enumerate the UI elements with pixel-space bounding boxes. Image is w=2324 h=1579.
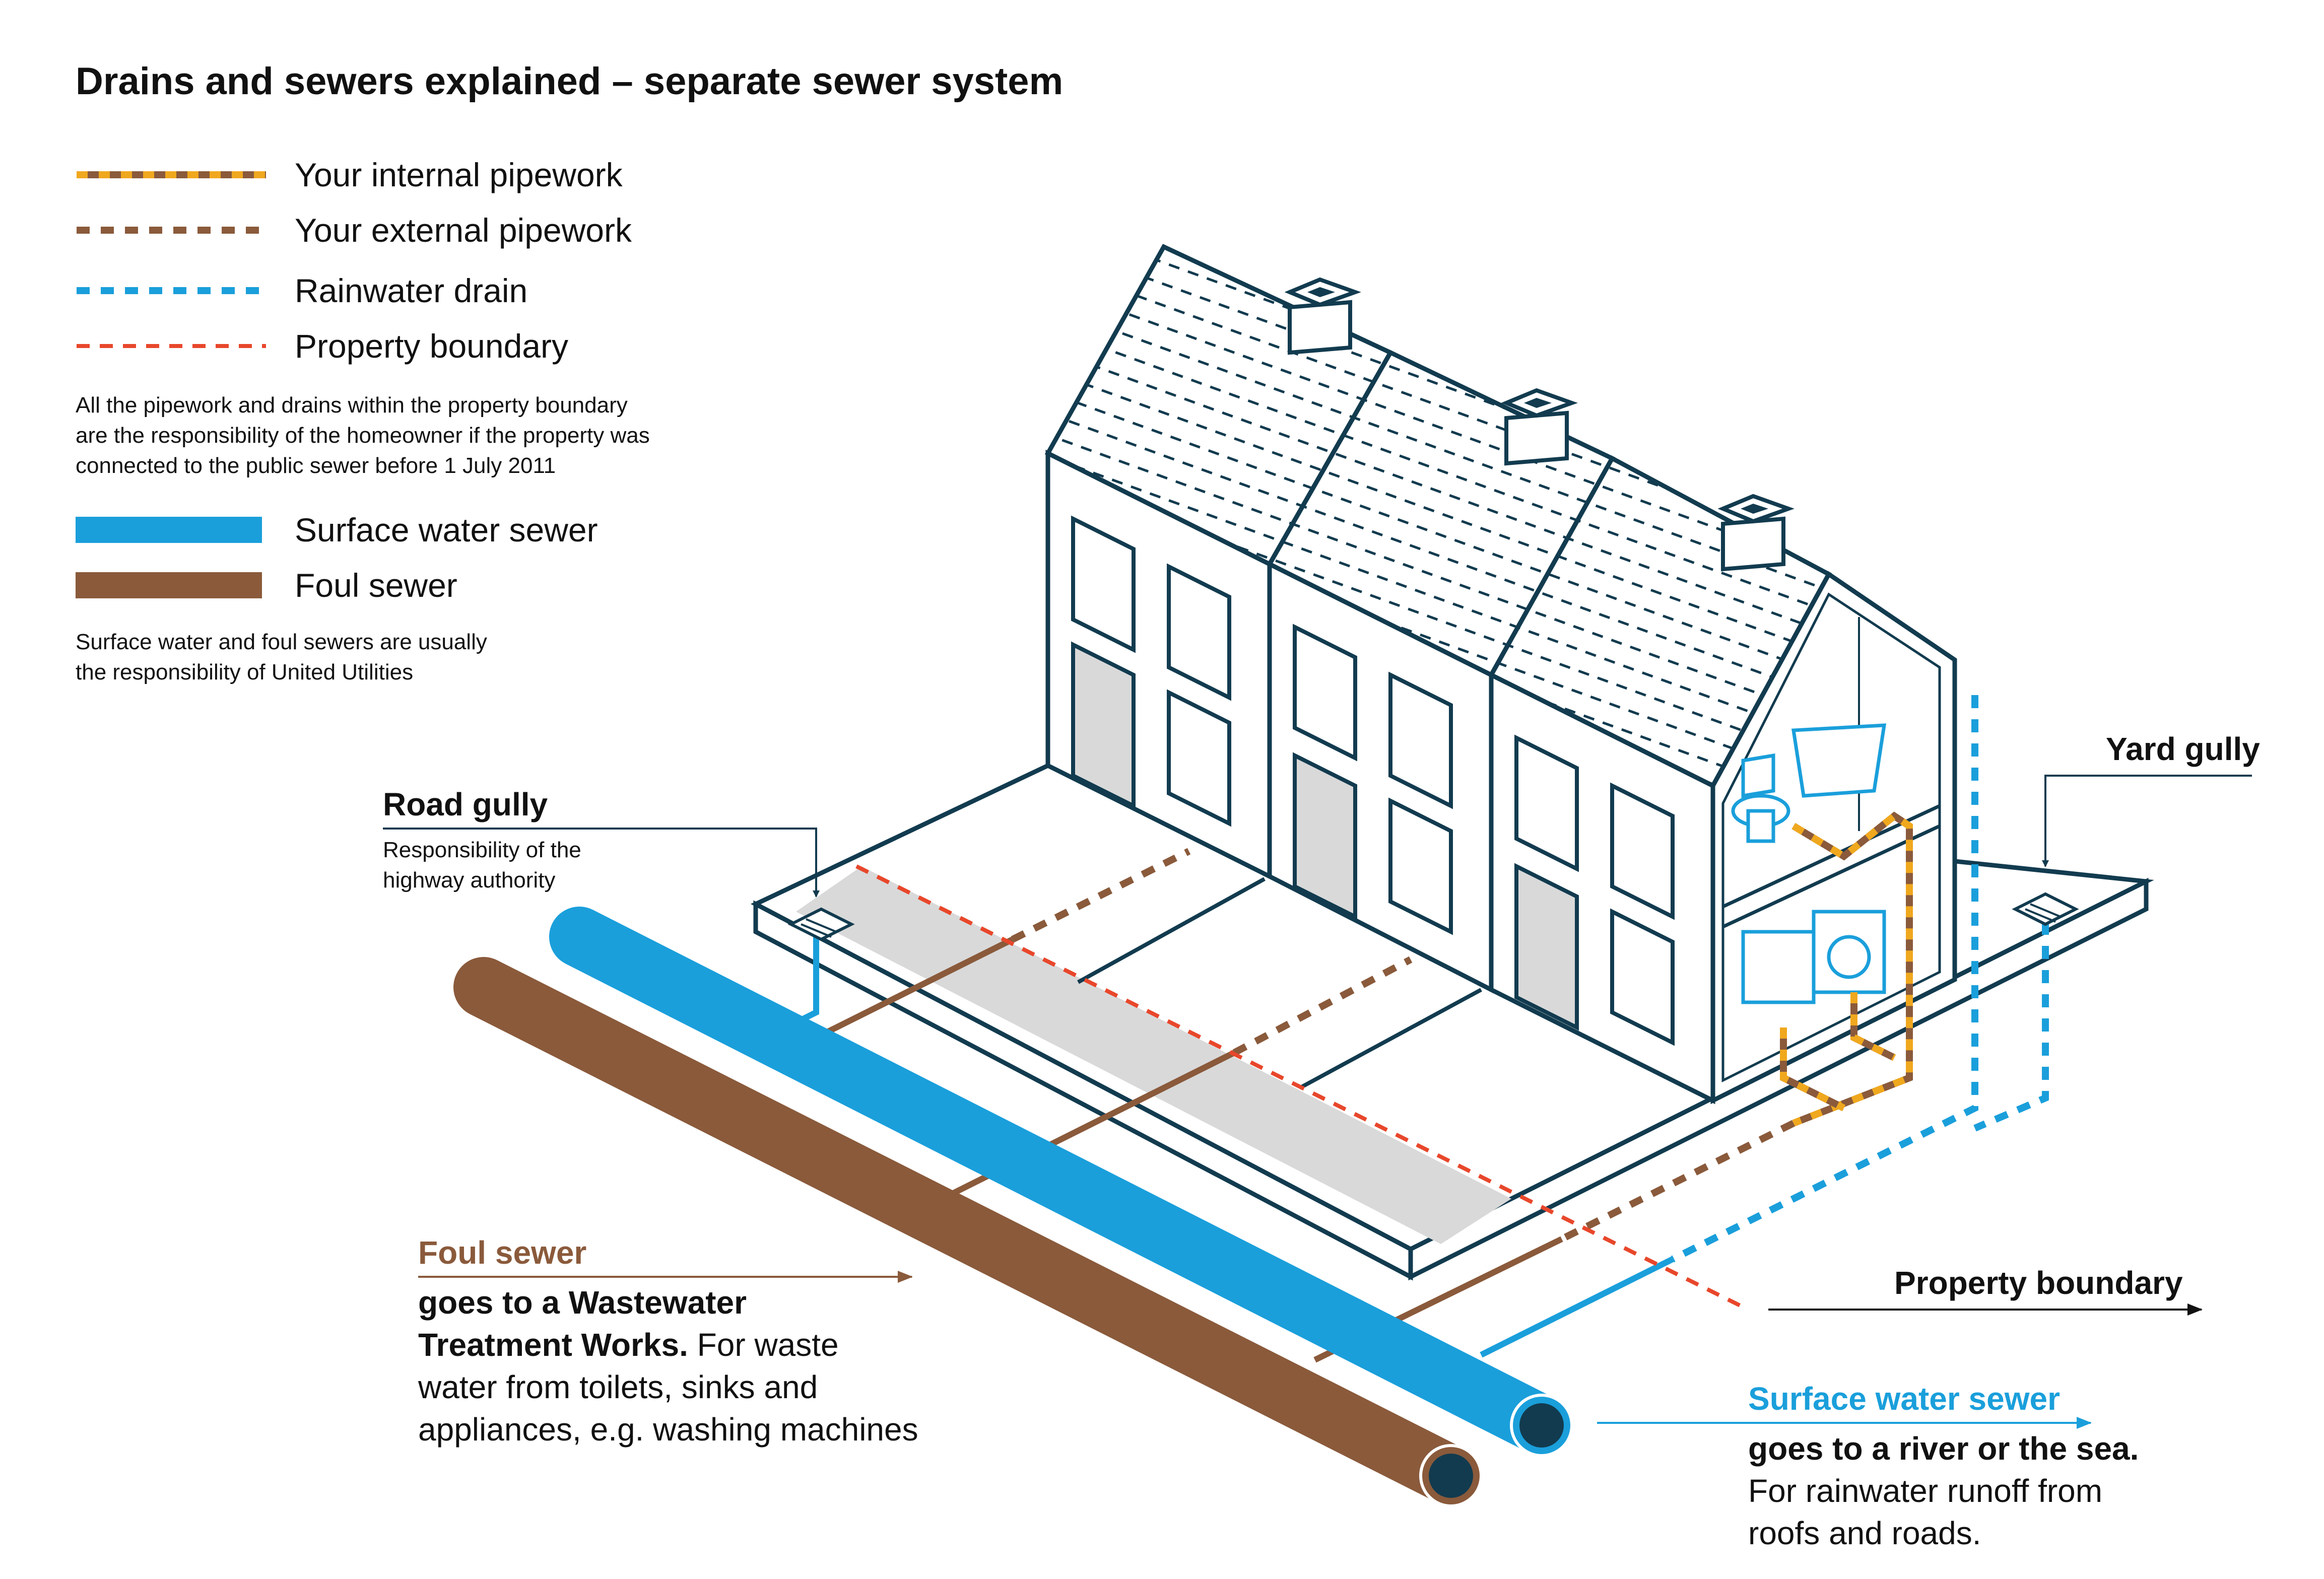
foul-sewer-text: For waste xyxy=(688,1327,839,1363)
page-title: Drains and sewers explained – separate s… xyxy=(76,60,1064,103)
surface-sewer-bold-line: goes to a river or the sea. xyxy=(1748,1430,2139,1467)
foul-sewer-swatch xyxy=(76,572,262,598)
foul-sewer-pipe xyxy=(453,957,1483,1507)
legend-label: Surface water sewer xyxy=(295,511,598,548)
road-gully-sub-line: Responsibility of the xyxy=(383,838,581,862)
legend-item-rainwater-drain: Rainwater drain xyxy=(76,270,781,311)
note-line: are the responsibility of the homeowner … xyxy=(76,423,650,448)
surface-sewer-text-line: For rainwater runoff from xyxy=(1748,1473,2103,1509)
note-property-boundary: All the pipework and drains within the p… xyxy=(76,390,831,481)
foul-sewer-text-line: appliances, e.g. washing machines xyxy=(418,1411,918,1448)
surface-sewer-text-line: roofs and roads. xyxy=(1748,1515,1981,1551)
road-gully-callout: Road gully Responsibility of the highway… xyxy=(383,786,581,896)
note-line: connected to the public sewer before 1 J… xyxy=(76,453,556,478)
legend-label: Foul sewer xyxy=(295,567,457,604)
foul-sewer-bold-line: goes to a Wastewater xyxy=(418,1284,747,1321)
terraced-houses xyxy=(1044,244,1957,1105)
note-line: Surface water and foul sewers are usuall… xyxy=(76,630,487,654)
property-boundary-title: Property boundary xyxy=(1894,1265,2183,1301)
legend-item-foul-sewer: Foul sewer xyxy=(76,565,781,605)
foul-sewer-callout: Foul sewer goes to a Wastewater Treatmen… xyxy=(418,1234,918,1451)
foul-sewer-text-line: water from toilets, sinks and xyxy=(418,1369,818,1405)
legend-label: Rainwater drain xyxy=(295,272,528,309)
yard-gully-title: Yard gully xyxy=(2106,731,2260,767)
legend-label: Property boundary xyxy=(295,327,568,365)
property-boundary-swatch xyxy=(77,344,266,348)
foul-sewer-bold-line: Treatment Works. xyxy=(418,1327,688,1363)
surface-water-sewer-pipe xyxy=(549,907,1573,1457)
external-pipework-swatch xyxy=(77,227,266,234)
surface-water-sewer-swatch xyxy=(76,517,262,543)
rainwater-drain-swatch xyxy=(77,287,266,294)
note-line: the responsibility of United Utilities xyxy=(76,660,414,684)
legend-item-external-pipework: Your external pipework xyxy=(76,210,781,250)
internal-pipework-swatch xyxy=(77,171,266,178)
road-gully-grate xyxy=(787,907,855,941)
yard-gully-leader xyxy=(2042,775,2252,867)
appliances xyxy=(1731,723,1887,1004)
legend-item-property-boundary: Property boundary xyxy=(76,326,781,366)
road-gully-sub-line: highway authority xyxy=(383,868,556,893)
road-gully-leader xyxy=(383,828,820,898)
yard-gully-grate xyxy=(2012,892,2079,926)
legend-label: Your external pipework xyxy=(295,212,632,249)
surface-sewer-title: Surface water sewer xyxy=(1748,1381,2060,1417)
legend-label: Your internal pipework xyxy=(295,156,623,193)
surface-sewer-callout: Surface water sewer goes to a river or t… xyxy=(1748,1380,2139,1554)
legend-item-internal-pipework: Your internal pipework xyxy=(76,155,781,195)
legend-item-surface-water-sewer: Surface water sewer xyxy=(76,510,781,550)
note-sewers: Surface water and foul sewers are usuall… xyxy=(76,627,831,688)
road-gully-title: Road gully xyxy=(383,786,548,822)
foul-sewer-title: Foul sewer xyxy=(418,1234,587,1271)
note-line: All the pipework and drains within the p… xyxy=(76,393,628,418)
